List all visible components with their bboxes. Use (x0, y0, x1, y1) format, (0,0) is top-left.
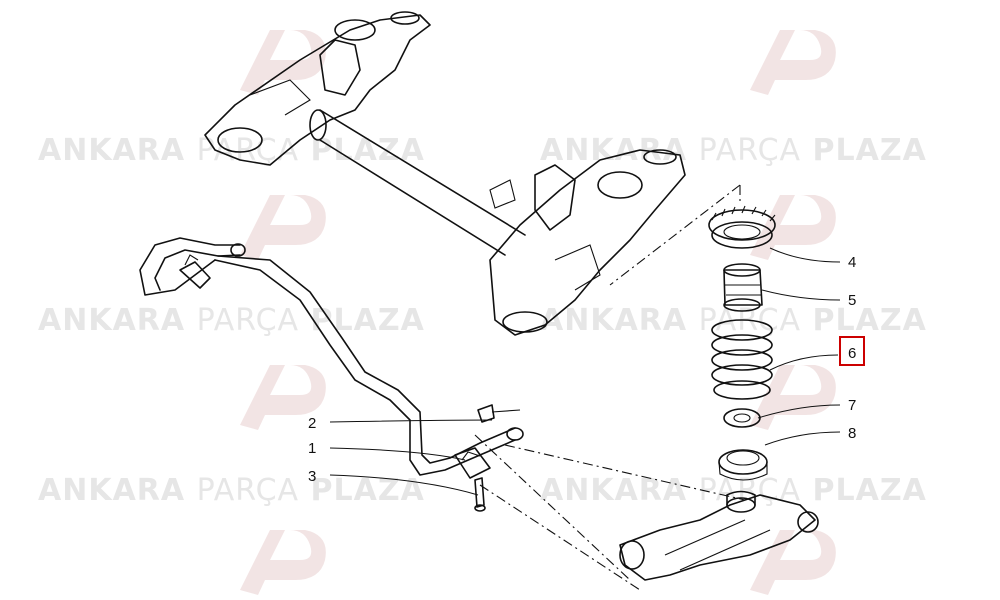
leader-lines (329, 247, 841, 496)
rear-axle-beam (204, 11, 686, 336)
callout-3[interactable]: 3 (308, 468, 316, 485)
callout-1[interactable]: 1 (308, 440, 316, 457)
centre-lines (474, 184, 746, 591)
svg-text:ANKARA PARÇA PLAZA: ANKARA PARÇA PLAZA (540, 133, 927, 168)
svg-text:ANKARA PARÇA PLAZA: ANKARA PARÇA PLAZA (540, 473, 927, 508)
svg-text:ANKARA PARÇA PLAZA: ANKARA PARÇA PLAZA (38, 473, 425, 508)
callout-4[interactable]: 4 (848, 254, 856, 271)
callout-2[interactable]: 2 (308, 415, 316, 432)
callout-labels: 2 1 3 4 5 6 7 8 (308, 254, 865, 485)
callout-7[interactable]: 7 (848, 397, 856, 414)
svg-text:ANKARA PARÇA PLAZA: ANKARA PARÇA PLAZA (38, 133, 425, 168)
watermark-text: ANKARA PARÇA PLAZA ANKARA PARÇA PLAZA AN… (38, 133, 927, 508)
svg-text:ANKARA PARÇA PLAZA: ANKARA PARÇA PLAZA (38, 303, 425, 338)
spring-assembly (708, 205, 776, 481)
callout-6[interactable]: 6 (848, 345, 856, 362)
anti-roll-bar (139, 237, 524, 512)
callout-8[interactable]: 8 (848, 425, 856, 442)
trailing-arm (619, 490, 819, 581)
callout-6-highlight (839, 336, 865, 366)
callout-5[interactable]: 5 (848, 292, 856, 309)
